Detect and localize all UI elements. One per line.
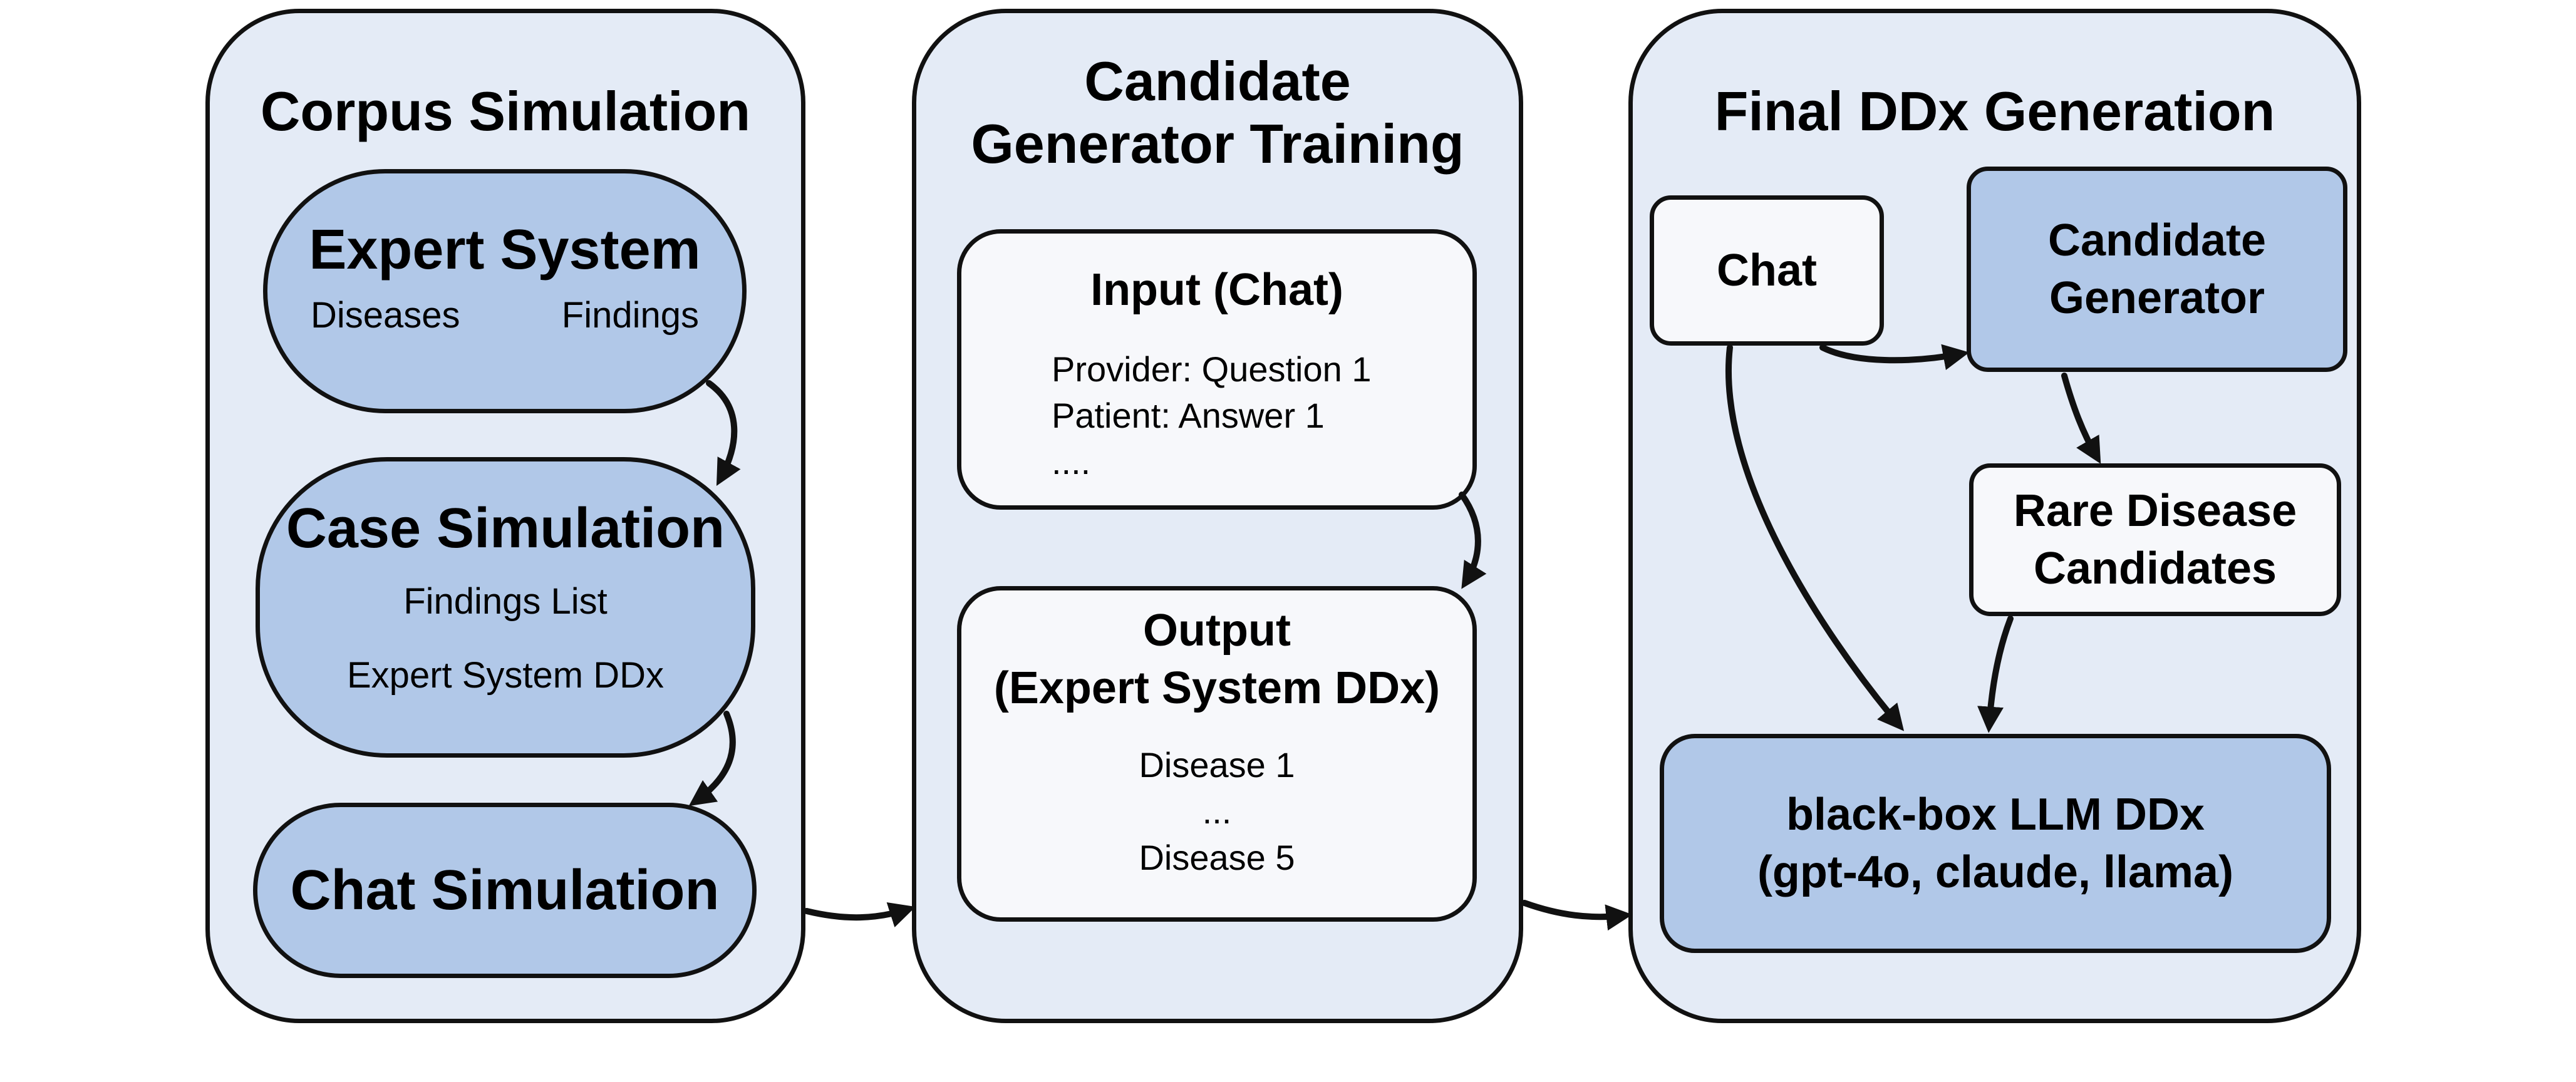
input-chat-card: Input (Chat) Provider: Question 1 Patien…: [957, 229, 1477, 510]
ellipsis-line: ....: [1052, 442, 1091, 482]
black-box-llm-node: black-box LLM DDx (gpt-4o, claude, llama…: [1660, 734, 2331, 953]
disease-5-line: Disease 5: [1139, 838, 1295, 877]
case-simulation-title: Case Simulation: [286, 497, 725, 560]
patient-answer-line: Patient: Answer 1: [1052, 396, 1325, 435]
input-chat-title: Input (Chat): [1090, 265, 1343, 315]
training-title-line1: Candidate: [1084, 50, 1351, 112]
findings-list-label: Findings List: [403, 581, 608, 622]
input-chat-lines: Provider: Question 1 Patient: Answer 1 .…: [1052, 346, 1371, 485]
arrow-expert-to-case: [706, 380, 741, 487]
diseases-label: Diseases: [311, 295, 460, 336]
rare-disease-line1: Rare Disease: [2013, 486, 2297, 536]
case-simulation-node: Case Simulation Findings List Expert Sys…: [256, 457, 755, 758]
candidate-generator-line1: Candidate: [2047, 215, 2267, 265]
candidate-generator-training-title: Candidate Generator Training: [912, 50, 1523, 175]
disease-ellipsis-line: ...: [1202, 791, 1232, 831]
candidate-generator-node: Candidate Generator: [1967, 167, 2347, 372]
arrow-generator-to-rare: [2061, 373, 2101, 464]
arrow-case-to-chat: [688, 711, 736, 806]
expert-system-labels: Diseases Findings: [311, 292, 699, 339]
arrow-training-to-final: [1521, 900, 1633, 931]
training-title-line2: Generator Training: [971, 113, 1464, 175]
chat-label: Chat: [1717, 245, 1817, 296]
llm-line2: (gpt-4o, claude, llama): [1757, 847, 2234, 897]
chat-simulation-title: Chat Simulation: [290, 859, 720, 922]
corpus-simulation-title: Corpus Simulation: [260, 80, 751, 142]
output-title-line1: Output: [1143, 605, 1291, 656]
output-title-line2: (Expert System DDx): [993, 663, 1441, 713]
arrow-rare-to-llm: [1977, 616, 2014, 733]
candidate-generator-line2: Generator: [2049, 273, 2265, 323]
arrow-chat-to-llm: [1725, 344, 1905, 731]
provider-question-line: Provider: Question 1: [1052, 349, 1372, 389]
expert-system-title: Expert System: [309, 219, 701, 281]
llm-line1: black-box LLM DDx: [1786, 790, 2205, 840]
expert-system-ddx-label: Expert System DDx: [347, 655, 664, 696]
chat-node: Chat: [1650, 195, 1884, 346]
expert-system-node: Expert System Diseases Findings: [263, 169, 747, 413]
findings-label: Findings: [561, 295, 699, 336]
rare-disease-line2: Candidates: [2033, 544, 2277, 594]
arrow-chat-to-generator: [1819, 344, 1970, 370]
arrow-corpus-to-training: [804, 902, 916, 927]
arrow-input-to-output: [1459, 492, 1487, 589]
rare-disease-candidates-node: Rare Disease Candidates: [1969, 463, 2341, 616]
output-expert-ddx-card: Output (Expert System DDx) Disease 1 ...…: [957, 586, 1477, 922]
final-ddx-generation-title: Final DDx Generation: [1714, 80, 2275, 142]
disease-1-line: Disease 1: [1139, 745, 1295, 785]
chat-simulation-node: Chat Simulation: [253, 803, 757, 978]
